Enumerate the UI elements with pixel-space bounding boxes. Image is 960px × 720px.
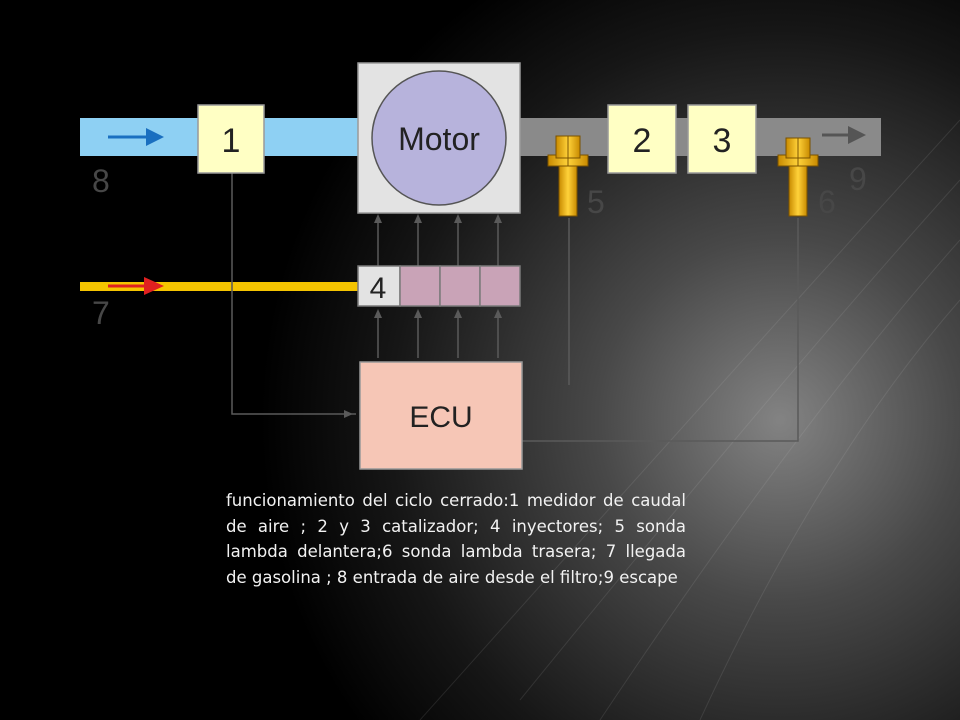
motor-circle (371, 70, 507, 206)
motor-label: Motor (398, 121, 480, 157)
lambda-probe-icon (547, 135, 589, 217)
catalyst-box-2 (607, 104, 677, 174)
ecu-label: ECU (409, 401, 472, 434)
label-8: 8 (92, 163, 110, 199)
label-5: 5 (587, 184, 605, 220)
box-2-label: 2 (633, 122, 652, 160)
diagram-caption: funcionamiento del ciclo cerrado:1 medid… (226, 491, 686, 587)
intake-arrow-icon (108, 128, 164, 146)
signal-arrowheads (344, 214, 502, 418)
air-flow-meter-box (197, 104, 265, 174)
ecu-box (359, 361, 523, 470)
box-1-label: 1 (222, 122, 241, 160)
fuel-line (80, 282, 360, 291)
signal-line-1-ecu (231, 173, 356, 415)
label-7: 7 (92, 295, 110, 331)
lambda-probe-icon (777, 137, 819, 217)
exhaust-arrow-icon (822, 126, 866, 144)
injectors (357, 265, 521, 307)
injector-label: 4 (370, 272, 387, 305)
label-6: 6 (818, 184, 836, 220)
catalyst-box-3 (687, 104, 757, 174)
label-9: 9 (849, 161, 867, 197)
signal-line-6-ecu (521, 218, 799, 442)
box-3-label: 3 (713, 122, 732, 160)
fuel-arrow-icon (108, 277, 164, 295)
